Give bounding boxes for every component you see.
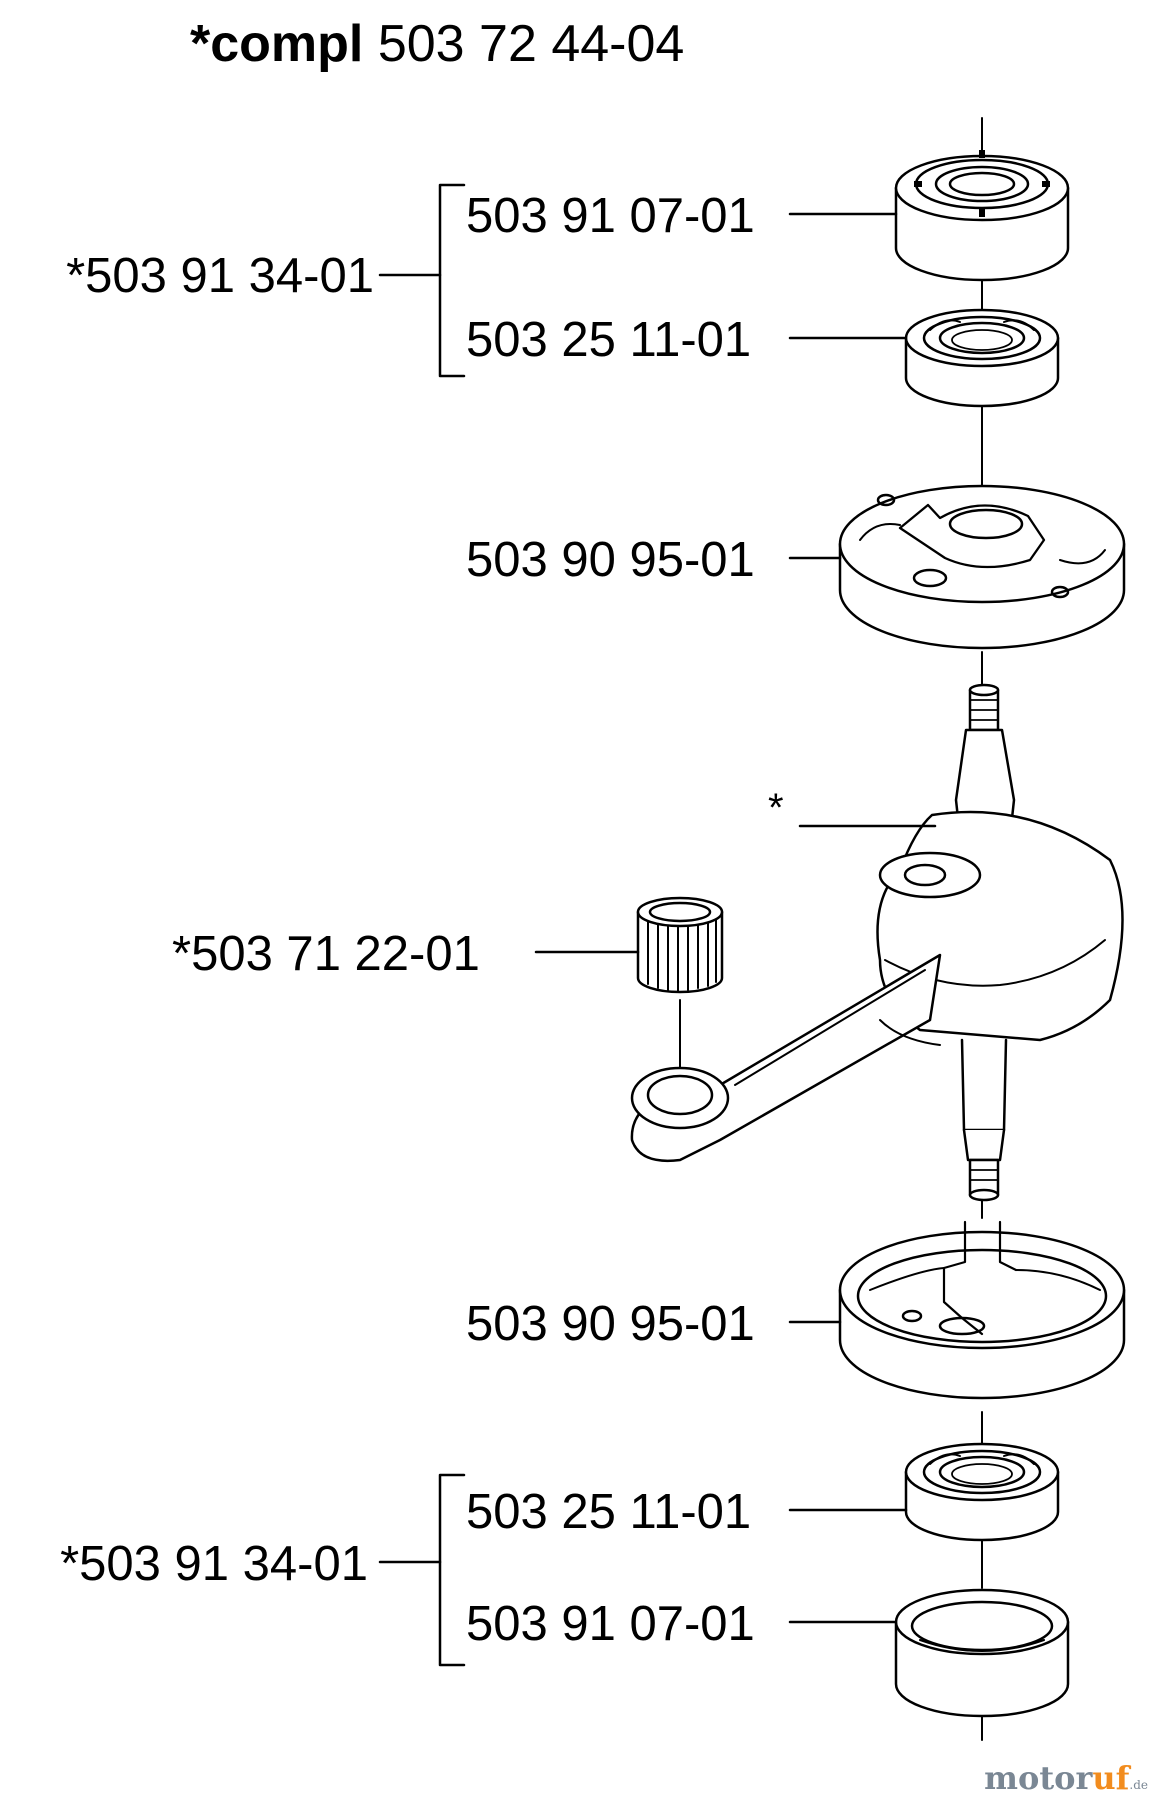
crankshaft-part xyxy=(630,683,1124,1202)
title-number: 503 72 44-04 xyxy=(377,15,685,73)
title-prefix: *compl xyxy=(190,15,364,73)
watermark-main: motor xyxy=(984,1759,1093,1797)
watermark-tld: .de xyxy=(1129,1778,1148,1792)
kit-label-bottom: *503 91 34-01 xyxy=(60,1537,368,1591)
crankcase-half-label-top: 503 90 95-01 xyxy=(466,533,755,587)
leader-lines xyxy=(534,212,937,1624)
kit-bracket-bottom xyxy=(378,1473,466,1667)
bearing-label-top: 503 25 11-01 xyxy=(466,313,752,367)
assembly-title: *compl 503 72 44-04 xyxy=(190,18,684,70)
bearing-top-part xyxy=(904,308,1060,408)
seal-label-bottom: 503 91 07-01 xyxy=(466,1597,755,1651)
seal-label-top: 503 91 07-01 xyxy=(466,189,755,243)
kit-bracket-top xyxy=(378,183,466,378)
watermark-accent: uf xyxy=(1092,1759,1130,1797)
seal-top-part xyxy=(894,150,1070,282)
needle-bearing-part xyxy=(636,896,724,994)
watermark-logo: motoruf.de xyxy=(984,1762,1148,1794)
crankcase-half-top-part xyxy=(838,484,1126,650)
crankcase-half-label-bottom: 503 90 95-01 xyxy=(466,1297,755,1351)
needle-bearing-label: *503 71 22-01 xyxy=(172,927,480,981)
bearing-bottom-part xyxy=(904,1442,1060,1542)
kit-label-top: *503 91 34-01 xyxy=(66,249,374,303)
seal-bottom-part xyxy=(894,1588,1070,1718)
crankcase-half-bottom-part xyxy=(838,1220,1126,1400)
crankshaft-label: * xyxy=(768,786,784,830)
bearing-label-bottom: 503 25 11-01 xyxy=(466,1485,752,1539)
